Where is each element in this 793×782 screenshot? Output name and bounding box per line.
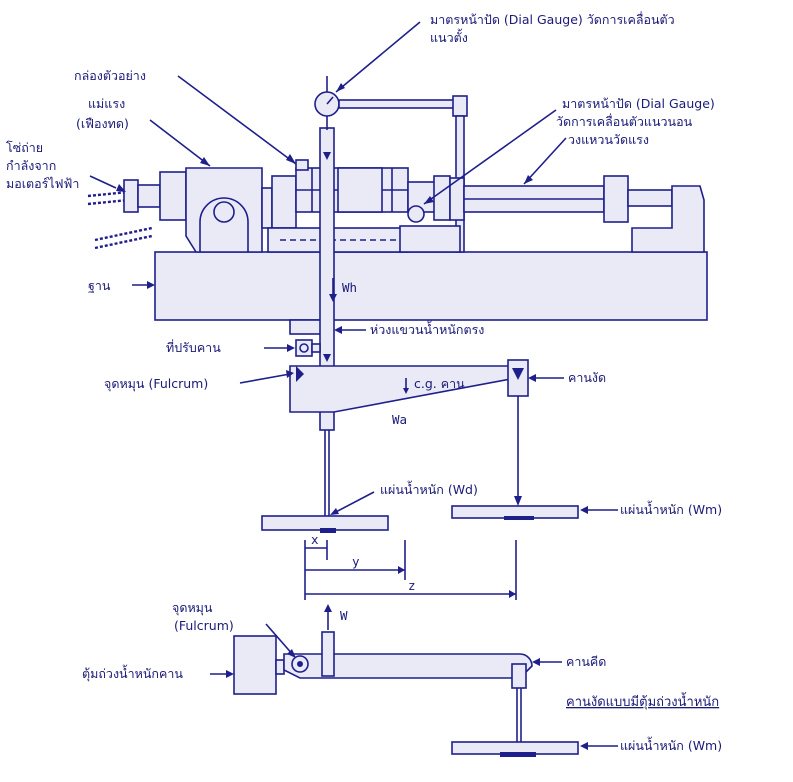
label-weight-plate-wd: แผ่นน้ำหนัก (Wd) bbox=[380, 480, 478, 497]
proving-ring bbox=[449, 175, 705, 253]
wh-arrow bbox=[329, 278, 337, 302]
label-lever-bottom: คานคีด bbox=[566, 654, 606, 669]
jack-gearbox bbox=[159, 167, 273, 253]
label-dial-gauge-horizontal-2: วัดการเคลื่อนตัวแนวนอน bbox=[556, 113, 693, 129]
label-dim-z: z bbox=[408, 578, 416, 593]
labels: มาตรหน้าปัด (Dial Gauge) วัดการเคลื่อนตั… bbox=[6, 11, 722, 753]
label-counterweight: ตุ้มถ่วงน้ำหนักคาน bbox=[82, 664, 183, 682]
label-specimen-box: กล่องตัวอย่าง bbox=[74, 68, 146, 83]
lever-beam bbox=[289, 359, 529, 506]
label-chain-2: กำลังจาก bbox=[6, 158, 56, 173]
label-force-source-1: แม่แรง bbox=[88, 96, 125, 111]
label-fulcrum-top: จุดหมุน (Fulcrum) bbox=[104, 376, 208, 392]
label-cg-beam: c.g. คาน bbox=[414, 376, 465, 391]
chain-drive bbox=[87, 179, 161, 250]
label-dial-gauge-vertical-2: แนวตั้ง bbox=[430, 28, 468, 45]
beam-adjuster bbox=[295, 339, 321, 357]
label-weight-plate-wm-bottom: แผ่นน้ำหนัก (Wm) bbox=[620, 736, 722, 753]
label-dim-x: x bbox=[311, 532, 319, 547]
label-dial-gauge-horizontal-1: มาตรหน้าปัด (Dial Gauge) bbox=[562, 96, 715, 111]
dial-gauge-horizontal bbox=[399, 175, 461, 253]
base-block bbox=[154, 251, 708, 321]
shear-box bbox=[267, 159, 445, 253]
label-chain-3: มอเตอร์ไฟฟ้า bbox=[6, 176, 79, 191]
counterweighted-lever bbox=[233, 604, 579, 757]
label-dial-gauge-vertical-1: มาตรหน้าปัด (Dial Gauge) วัดการเคลื่อนตั… bbox=[430, 11, 675, 27]
label-proving-ring: วงแหวนวัดแรง bbox=[568, 132, 649, 147]
label-force-source-2: (เฟืองทด) bbox=[76, 116, 129, 131]
label-w: W bbox=[340, 608, 348, 623]
label-base: ฐาน bbox=[88, 278, 111, 293]
label-fulcrum-bottom-2: (Fulcrum) bbox=[174, 618, 234, 633]
counterweight-block bbox=[233, 635, 277, 695]
label-weight-plate-wm-top: แผ่นน้ำหนัก (Wm) bbox=[620, 500, 722, 517]
apparatus-top bbox=[87, 76, 708, 600]
leader-lines bbox=[89, 21, 618, 750]
vertical-hanger-rod bbox=[319, 127, 335, 431]
label-hanger: ห่วงแขวนน้ำหนักตรง bbox=[370, 320, 484, 337]
label-fulcrum-bottom-1: จุดหมุน bbox=[172, 600, 213, 616]
label-caption: คานงัดแบบมีตุ้มถ่วงน้ำหนัก bbox=[566, 692, 719, 710]
dimensions bbox=[304, 540, 517, 600]
wd-plate bbox=[261, 430, 389, 533]
label-beam-adjuster: ที่ปรับคาน bbox=[166, 339, 221, 355]
label-wh: Wh bbox=[342, 280, 357, 295]
label-chain-1: โซ่ถ่าย bbox=[6, 140, 43, 155]
lever-arm-bottom bbox=[283, 653, 533, 679]
label-wa: Wa bbox=[392, 412, 407, 427]
label-lever-beam: คานงัด bbox=[568, 370, 606, 385]
wm-plate-top bbox=[451, 505, 579, 520]
label-dim-y: y bbox=[352, 554, 360, 569]
